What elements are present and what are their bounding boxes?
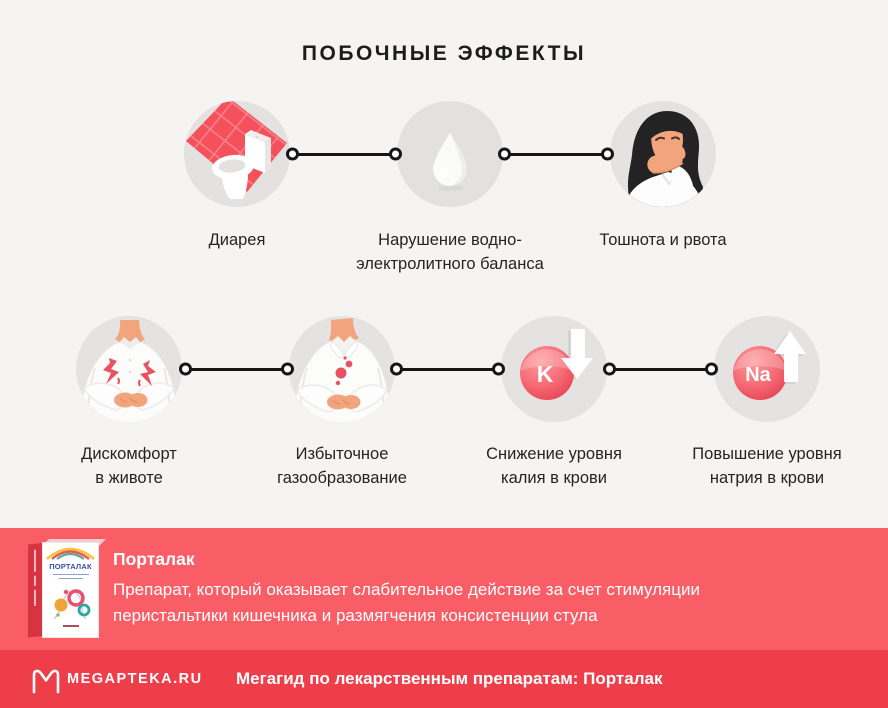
connector-line xyxy=(498,147,614,161)
stomach-pain-icon xyxy=(76,316,182,422)
connector-line xyxy=(603,362,718,376)
connector-dot xyxy=(179,362,192,376)
product-banner: ПОРТАЛАК Порталак Препарат, который оказ… xyxy=(0,528,888,650)
connector-dot xyxy=(603,362,616,376)
connector-line xyxy=(390,362,505,376)
connector-line xyxy=(179,362,294,376)
water-drop-icon xyxy=(397,101,503,207)
connector-dot xyxy=(498,147,511,161)
product-box-graphics xyxy=(52,589,90,620)
nausea-woman-icon xyxy=(610,101,716,207)
svg-text:Na: Na xyxy=(745,364,771,386)
connector-dot xyxy=(389,147,402,161)
product-box-side-face xyxy=(28,543,42,638)
gas-person-icon xyxy=(289,316,395,422)
product-name: Порталак xyxy=(113,549,195,569)
connector-dot xyxy=(281,362,294,376)
toilet-icon xyxy=(184,101,290,207)
node-label: Диарея xyxy=(208,231,266,249)
megapteka-logo-icon xyxy=(32,669,60,694)
product-box-front-face: ПОРТАЛАК xyxy=(42,542,99,638)
node-label: Тошнота и рвота xyxy=(599,231,727,249)
rainbow-arc-icon xyxy=(46,547,95,560)
connector-dot xyxy=(601,147,614,161)
page-title: ПОБОЧНЫЕ ЭФФЕКТЫ xyxy=(301,42,587,65)
footer-tagline: Мегагид по лекарственным препаратам: Пор… xyxy=(236,669,663,688)
footer-bar: MEGAPTEKA.RU Мегагид по лекарственным пр… xyxy=(0,650,888,708)
product-box-brand: ПОРТАЛАК xyxy=(49,562,92,571)
connector-dot xyxy=(492,362,505,376)
product-description: Препарат, который оказывает слабительное… xyxy=(113,580,700,625)
connector-line xyxy=(286,147,402,161)
node-label: Нарушение водно-электролитного баланса xyxy=(356,231,544,273)
sodium-up-icon: Na xyxy=(714,316,820,422)
connector-dot xyxy=(390,362,403,376)
potassium-down-icon: K xyxy=(501,316,607,422)
brand-name: MEGAPTEKA.RU xyxy=(67,671,203,687)
connector-dot xyxy=(286,147,299,161)
connector-dot xyxy=(705,362,718,376)
product-box-image: ПОРТАЛАК xyxy=(28,539,106,638)
svg-text:K: K xyxy=(537,361,554,387)
